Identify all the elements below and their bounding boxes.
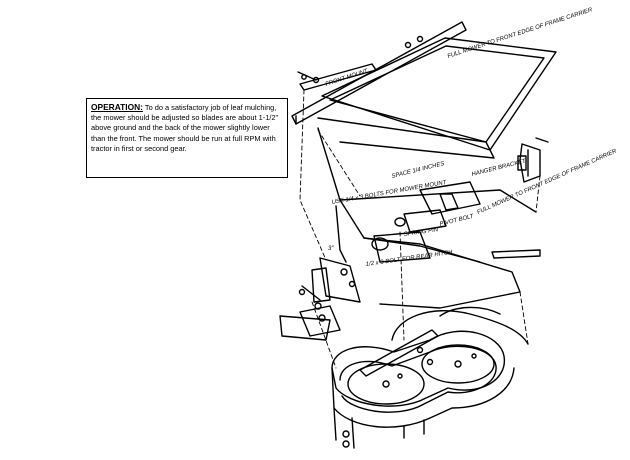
operation-heading: OPERATION: xyxy=(91,102,143,112)
hanger-bracket xyxy=(517,137,549,183)
label-hanger: HANGER BRACKET xyxy=(471,158,528,178)
alignment-lines xyxy=(299,89,541,369)
label-full-right: FULL MOWER TO FRONT EDGE OF FRAME CARRIE… xyxy=(476,148,618,216)
left-linkage xyxy=(279,257,361,341)
operation-note: OPERATION: To do a satisfactory job of l… xyxy=(86,98,288,178)
label-front-right: FULL MOWER TO FRONT EDGE OF FRAME CARRIE… xyxy=(447,7,594,60)
label-bolt-center: PIVOT BOLT xyxy=(439,213,476,228)
carrier-frame xyxy=(317,127,541,309)
operation-body: To do a satisfactory job of leaf mulchin… xyxy=(91,103,279,153)
label-bolt-left: USE 1/4 x 3 BOLTS FOR MOWER MOUNT xyxy=(331,180,448,206)
label-dim: 3" xyxy=(328,246,334,252)
label-center: SPACE 1/4 INCHES xyxy=(391,161,445,180)
upper-frame xyxy=(291,21,557,159)
label-pin: SPRING PIN xyxy=(403,227,439,238)
mower-deck xyxy=(331,306,529,449)
